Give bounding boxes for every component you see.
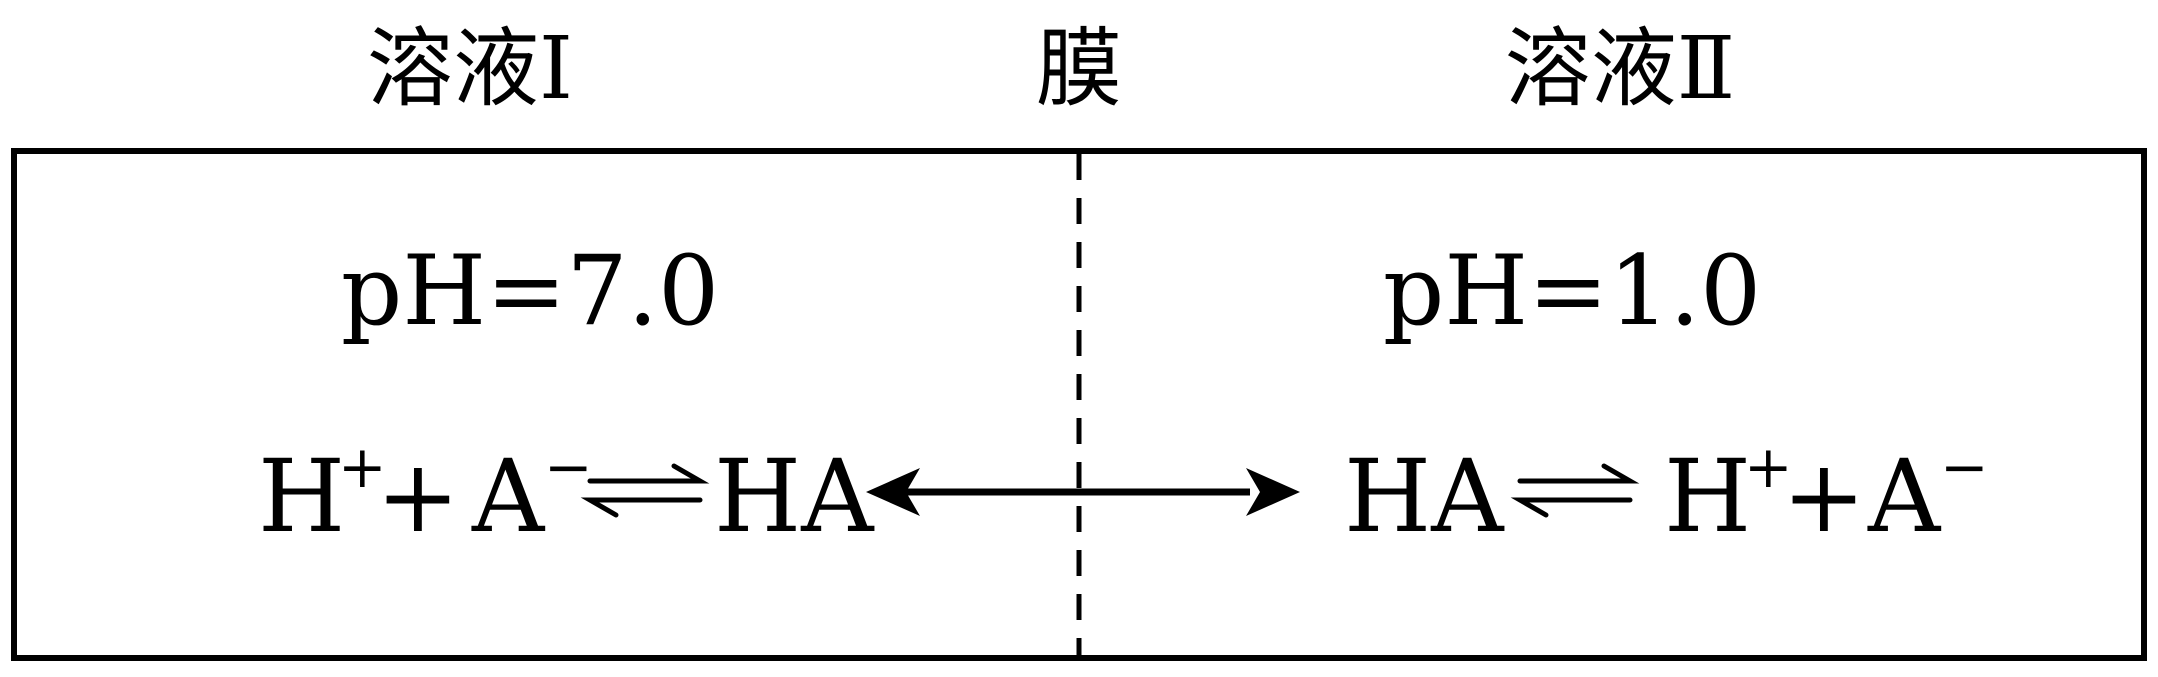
right-a-charge: − (1940, 433, 1989, 501)
right-h-symbol: H (1664, 438, 1751, 555)
right-a-symbol: A (1867, 438, 1942, 555)
right-plus-sign: + (1782, 438, 1866, 555)
container-box (11, 148, 2147, 661)
left-equilibrium: H + + A − HA (258, 433, 875, 555)
left-ha-product: HA (714, 438, 875, 555)
membrane-label: 膜 (1036, 19, 1122, 119)
right-solution-label: 溶液Ⅱ (1505, 19, 1735, 119)
right-ha-reactant: HA (1344, 438, 1505, 555)
left-plus-sign: + (376, 438, 460, 555)
right-equilibrium-arrow (1510, 463, 1640, 518)
left-equilibrium-arrow (580, 463, 710, 518)
left-solution-label: 溶液Ⅰ (367, 19, 573, 119)
left-a-symbol: A (471, 438, 546, 555)
right-h-charge: + (1744, 433, 1793, 501)
diffusion-arrow (866, 468, 1300, 516)
right-equilibrium: HA H + + A − (1344, 433, 1989, 555)
left-h-charge: + (338, 433, 387, 501)
right-ph-value: pH=1.0 (1383, 235, 1761, 347)
left-a-charge: − (544, 433, 593, 501)
left-ph-value: pH=7.0 (341, 235, 719, 347)
left-h-symbol: H (258, 438, 345, 555)
